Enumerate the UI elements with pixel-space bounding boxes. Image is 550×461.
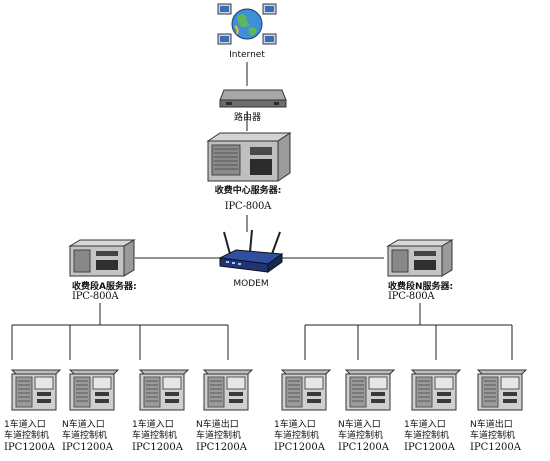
segment-n-server-icon xyxy=(386,239,454,277)
lane-model-label: IPC1200A xyxy=(62,442,114,453)
lane-model-label: IPC1200A xyxy=(274,442,326,453)
router-icon xyxy=(219,89,287,108)
segment-n-server-label: 收费段N服务器: xyxy=(388,282,454,292)
lane-label: 1车道入口 xyxy=(132,420,174,430)
lane-label: 1车道入口 xyxy=(4,420,46,430)
lane-label: N车道出口 xyxy=(196,420,239,430)
modem-icon xyxy=(218,229,284,273)
lane-model-label: IPC1200A xyxy=(196,442,248,453)
industrial-pc-icon xyxy=(10,369,62,411)
lane-model-label: IPC1200A xyxy=(132,442,184,453)
lane-role-label: 车道控制机 xyxy=(338,431,384,441)
lane-label: N车道出口 xyxy=(470,420,513,430)
internet-globe-icon xyxy=(217,3,277,45)
center-server-icon xyxy=(206,132,292,182)
lane-role-label: 车道控制机 xyxy=(62,431,108,441)
lane-role-label: 车道控制机 xyxy=(470,431,516,441)
lane-role-label: 车道控制机 xyxy=(274,431,320,441)
lane-model-label: IPC1200A xyxy=(470,442,522,453)
industrial-pc-icon xyxy=(344,369,396,411)
lane-model-label: IPC1200A xyxy=(404,442,456,453)
industrial-pc-icon xyxy=(280,369,332,411)
lane-label: N车道入口 xyxy=(338,420,381,430)
segment-n-server-model: IPC-800A xyxy=(388,291,435,302)
segment-a-server-icon xyxy=(68,239,136,277)
lane-model-label: IPC1200A xyxy=(4,442,56,453)
lane-role-label: 车道控制机 xyxy=(132,431,178,441)
lane-role-label: 车道控制机 xyxy=(4,431,50,441)
lane-label: 1车道入口 xyxy=(274,420,316,430)
lane-model-label: IPC1200A xyxy=(338,442,390,453)
center-server-model: IPC-800A xyxy=(224,201,272,212)
lane-role-label: 车道控制机 xyxy=(196,431,242,441)
industrial-pc-icon xyxy=(476,369,528,411)
internet-label: Internet xyxy=(229,50,265,60)
lane-role-label: 车道控制机 xyxy=(404,431,450,441)
lane-label: 1车道入口 xyxy=(404,420,446,430)
lane-label: N车道入口 xyxy=(62,420,105,430)
industrial-pc-icon xyxy=(68,369,120,411)
industrial-pc-icon xyxy=(202,369,254,411)
router-label: 路由器 xyxy=(233,113,261,123)
industrial-pc-icon xyxy=(138,369,190,411)
segment-a-server-model: IPC-800A xyxy=(72,291,119,302)
modem-label: MODEM xyxy=(233,279,269,289)
segment-a-server-label: 收费段A服务器: xyxy=(72,282,137,292)
industrial-pc-icon xyxy=(410,369,462,411)
center-server-label: 收费中心服务器: xyxy=(214,186,282,196)
